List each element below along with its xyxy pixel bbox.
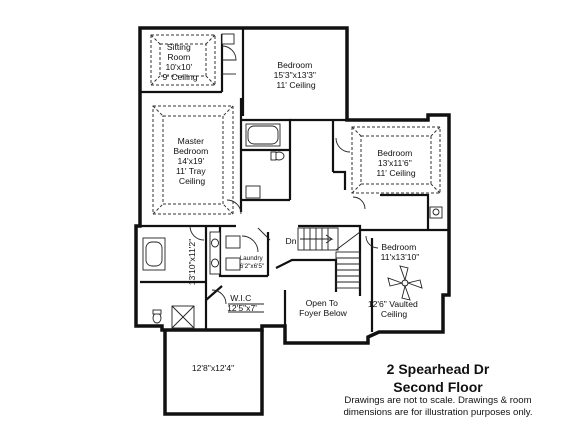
ceiling-fan-icon (387, 265, 423, 301)
doors (189, 45, 379, 305)
room-label-sitting: Sitting Room 10'x10' 9' Ceiling (162, 42, 197, 82)
room-label-laundry: Laundry 6'2"x6'5" (240, 255, 265, 270)
caption-disclaimer-line2: dimensions are for illustration purposes… (343, 407, 533, 418)
room-label-bath-dim: 13'10"x11'2" (187, 239, 197, 286)
caption-disclaimer: Drawings are not to scale. Drawings & ro… (300, 395, 576, 419)
caption-disclaimer-line1: Drawings are not to scale. Drawings & ro… (344, 395, 532, 406)
tray-ceilings (150, 34, 441, 215)
room-label-open-foyer: Open To Foyer Below (299, 298, 348, 318)
exterior-walls (134, 26, 451, 416)
room-label-vaulted: 12'6" Vaulted Ceiling (368, 299, 420, 319)
stair-down-label: Dn (286, 236, 297, 246)
room-label-bedroom-top: Bedroom 15'3"x13'3" 11' Ceiling (274, 60, 319, 90)
room-label-wic: W.I.C 12'5"x7' (227, 293, 257, 313)
caption-address: 2 Spearhead Dr (386, 361, 490, 377)
fixtures (142, 33, 443, 329)
staircase (297, 227, 361, 289)
room-label-bedroom-right: Bedroom 13'x11'6" 11' Ceiling (376, 148, 415, 178)
caption-floor: Second Floor (393, 379, 483, 395)
room-label-bedroom-lower: Bedroom 11'x13'10" (381, 242, 420, 262)
room-label-bonus: 12'8"x12'4" (192, 363, 234, 373)
room-label-master: Master Bedroom 14'x19' 11' Tray Ceiling (173, 136, 210, 186)
